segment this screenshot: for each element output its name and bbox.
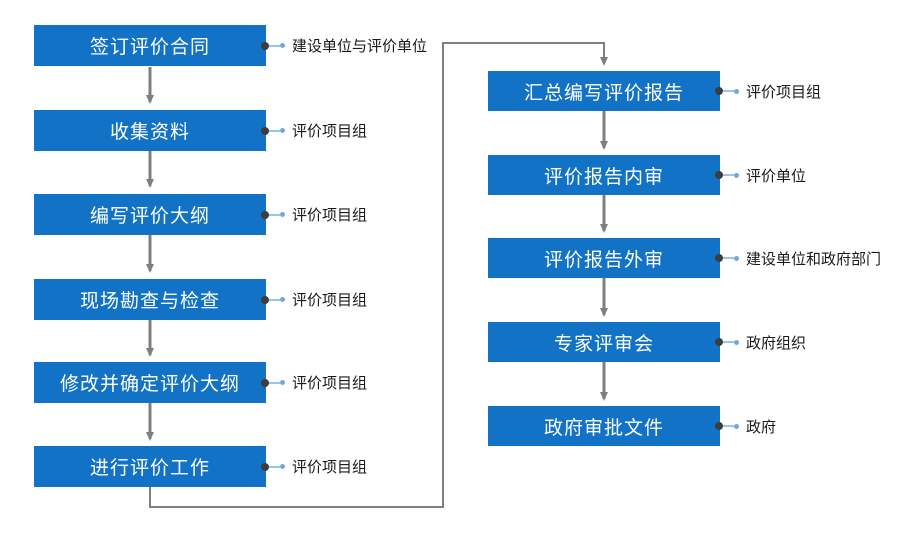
callout-dot-dark-icon bbox=[261, 462, 269, 471]
callout-dot-dark-icon bbox=[261, 378, 269, 387]
flow-step-collect-materials: 收集资料 bbox=[34, 110, 266, 151]
flow-step-label: 评价报告内审 bbox=[543, 165, 664, 188]
flow-step-label: 修改并确定评价大纲 bbox=[59, 373, 240, 395]
callout-line bbox=[723, 90, 734, 92]
flow-step-label: 编写评价大纲 bbox=[89, 205, 210, 227]
callout-dot-dark-icon bbox=[261, 126, 269, 135]
callout-dot-dark-icon bbox=[715, 171, 723, 179]
annotation-perform-evaluation: 评价项目组 bbox=[261, 446, 367, 487]
callout-dot-dark-icon bbox=[715, 338, 723, 346]
annotation-label: 评价项目组 bbox=[292, 291, 368, 309]
annotation-government-approval: 政府 bbox=[715, 406, 776, 446]
annotation-compile-report: 评价项目组 bbox=[715, 71, 821, 111]
annotation-label: 评价项目组 bbox=[292, 374, 368, 392]
callout-dot-dark-icon bbox=[715, 422, 723, 430]
callout-dot-light-icon bbox=[280, 128, 285, 133]
annotation-label: 建设单位与评价单位 bbox=[292, 37, 428, 55]
flow-step-label: 现场勘查与检查 bbox=[79, 290, 220, 312]
annotation-label: 评价项目组 bbox=[292, 458, 368, 476]
flow-step-perform-evaluation: 进行评价工作 bbox=[34, 446, 266, 487]
callout-dot-light-icon bbox=[734, 255, 739, 261]
annotation-label: 评价项目组 bbox=[292, 122, 368, 140]
flow-step-label: 收集资料 bbox=[109, 121, 190, 143]
flow-step-government-approval: 政府审批文件 bbox=[488, 406, 720, 446]
flow-step-label: 进行评价工作 bbox=[89, 457, 210, 479]
flow-step-sign-contract: 签订评价合同 bbox=[34, 25, 266, 66]
callout-line bbox=[269, 381, 280, 384]
callout-dot-light-icon bbox=[280, 297, 285, 302]
flow-step-external-review: 评价报告外审 bbox=[488, 238, 720, 278]
callout-line bbox=[723, 341, 734, 343]
callout-line bbox=[269, 44, 280, 47]
flow-step-revise-outline: 修改并确定评价大纲 bbox=[34, 362, 266, 403]
callout-line bbox=[723, 425, 734, 427]
annotation-label: 政府 bbox=[746, 417, 777, 436]
annotation-external-review: 建设单位和政府部门 bbox=[715, 238, 881, 278]
callout-line bbox=[269, 129, 280, 132]
annotation-write-outline: 评价项目组 bbox=[261, 194, 367, 235]
annotation-label: 建设单位和政府部门 bbox=[746, 249, 882, 268]
callout-dot-dark-icon bbox=[261, 210, 269, 219]
callout-dot-light-icon bbox=[280, 212, 285, 217]
callout-dot-dark-icon bbox=[261, 295, 269, 304]
callout-line bbox=[269, 298, 280, 301]
flow-step-label: 汇总编写评价报告 bbox=[523, 81, 684, 104]
callout-dot-dark-icon bbox=[715, 87, 723, 95]
callout-dot-light-icon bbox=[734, 339, 739, 345]
flow-step-label: 签订评价合同 bbox=[89, 36, 210, 58]
annotation-label: 评价项目组 bbox=[746, 82, 822, 101]
annotation-label: 评价单位 bbox=[746, 166, 807, 185]
annotation-sign-contract: 建设单位与评价单位 bbox=[261, 25, 427, 66]
flow-step-label: 专家评审会 bbox=[553, 332, 654, 355]
flow-step-site-survey: 现场勘查与检查 bbox=[34, 279, 266, 320]
annotation-collect-materials: 评价项目组 bbox=[261, 110, 367, 151]
callout-dot-light-icon bbox=[280, 380, 285, 385]
flow-step-label: 政府审批文件 bbox=[543, 416, 664, 439]
annotation-revise-outline: 评价项目组 bbox=[261, 362, 367, 403]
annotation-site-survey: 评价项目组 bbox=[261, 279, 367, 320]
flow-step-internal-review: 评价报告内审 bbox=[488, 155, 720, 195]
callout-dot-dark-icon bbox=[261, 41, 269, 50]
flow-step-label: 评价报告外审 bbox=[543, 248, 664, 271]
flow-step-expert-meeting: 专家评审会 bbox=[488, 322, 720, 362]
callout-line bbox=[723, 174, 734, 176]
annotation-expert-meeting: 政府组织 bbox=[715, 322, 806, 362]
callout-line bbox=[269, 465, 280, 468]
callout-line bbox=[269, 213, 280, 216]
flow-step-write-outline: 编写评价大纲 bbox=[34, 194, 266, 235]
annotation-label: 评价项目组 bbox=[292, 206, 368, 224]
callout-dot-light-icon bbox=[734, 172, 739, 178]
callout-dot-light-icon bbox=[280, 464, 285, 469]
callout-dot-light-icon bbox=[734, 88, 739, 94]
flow-step-compile-report: 汇总编写评价报告 bbox=[488, 71, 720, 111]
callout-dot-dark-icon bbox=[715, 254, 723, 262]
callout-dot-light-icon bbox=[734, 423, 739, 429]
callout-line bbox=[723, 257, 734, 259]
annotation-internal-review: 评价单位 bbox=[715, 155, 806, 195]
annotation-label: 政府组织 bbox=[746, 333, 807, 352]
callout-dot-light-icon bbox=[280, 43, 285, 48]
